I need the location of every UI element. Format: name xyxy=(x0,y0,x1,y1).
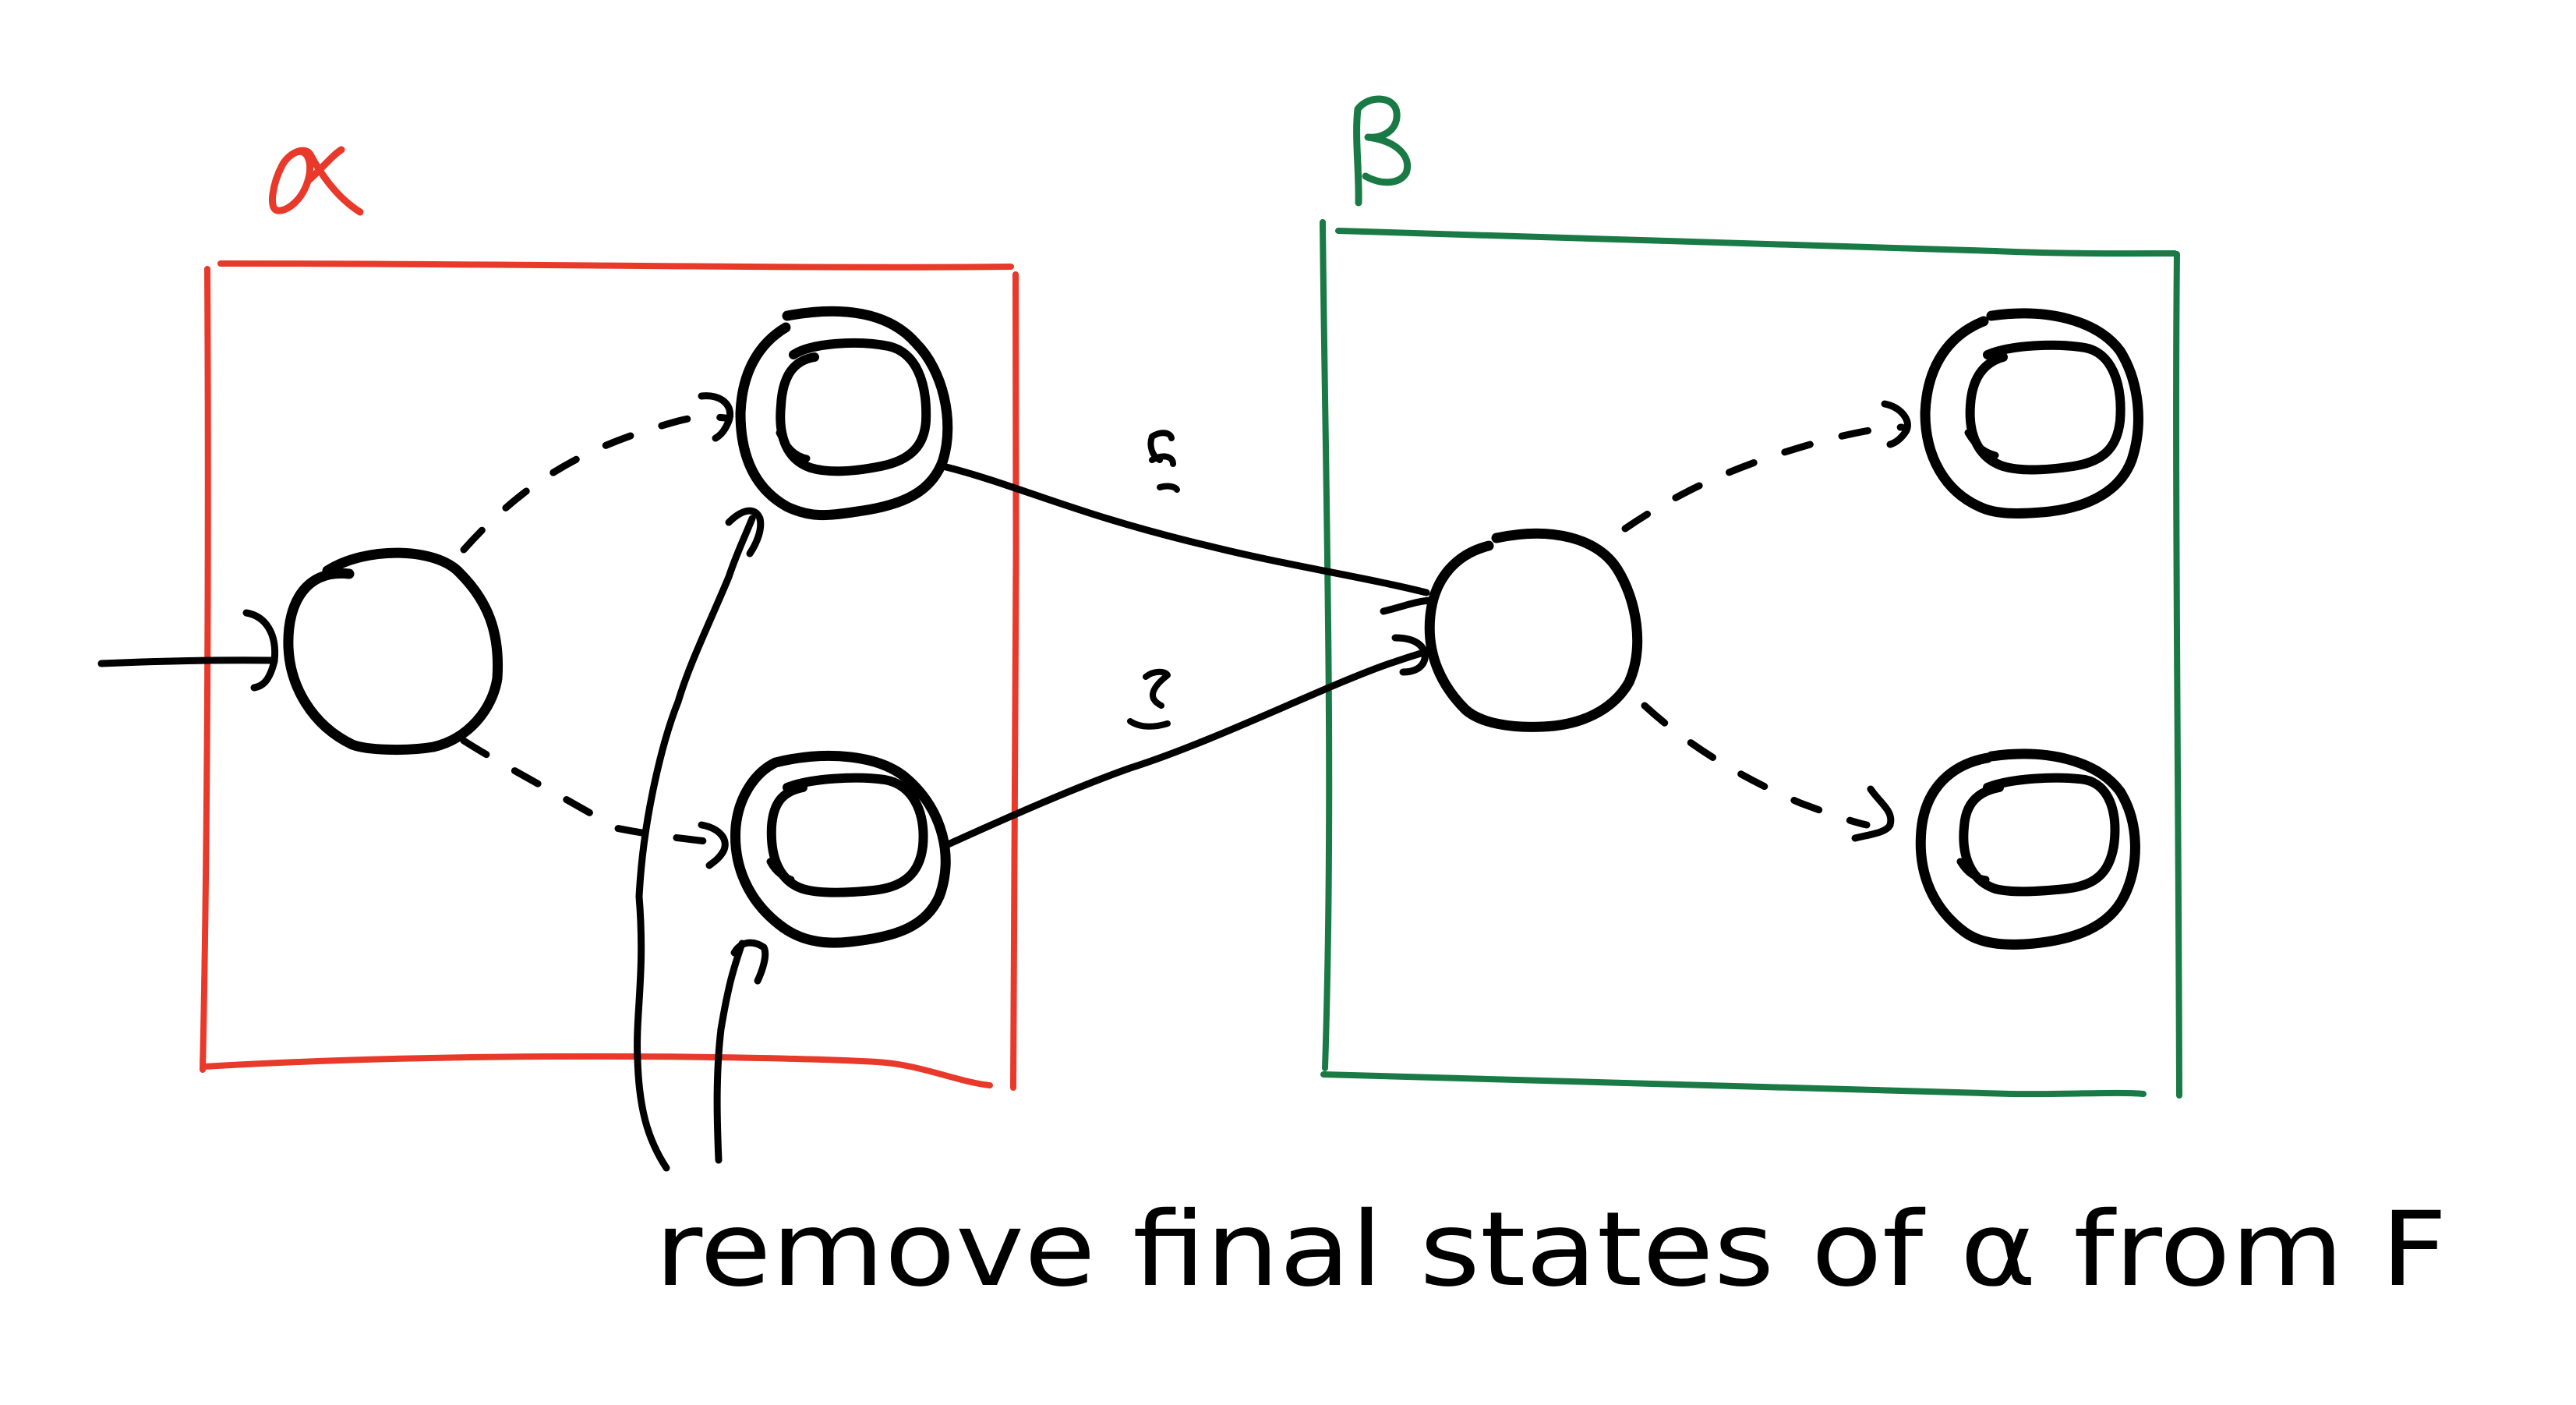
alpha-box xyxy=(200,260,1019,1091)
beta-box xyxy=(1320,219,2182,1099)
start-arrow xyxy=(97,609,279,692)
epsilon-label-bottom: ε xyxy=(1127,668,1171,730)
beta-start-state xyxy=(1424,528,1643,732)
alpha-label: α xyxy=(269,146,364,216)
handwritten-note: remove final states of α from F xyxy=(655,1190,2447,1310)
note-text: remove final states of α from F xyxy=(655,1190,2447,1310)
beta-final-bottom-state xyxy=(1915,749,2140,950)
epsilon-edge-top xyxy=(939,462,1436,615)
beta-label: β xyxy=(1353,95,1412,207)
epsilon-label-top: ε xyxy=(1147,430,1180,493)
beta-dashed-edge-top xyxy=(1621,400,1911,533)
alpha-start-state xyxy=(283,547,504,756)
note-arrow-to-top-final xyxy=(634,507,765,1172)
note-arrow-to-bottom-final xyxy=(713,939,769,1164)
beta-dashed-edge-bottom xyxy=(1641,702,1895,842)
beta-final-top-state xyxy=(1920,308,2143,518)
alpha-final-bottom-state xyxy=(730,750,951,948)
alpha-dashed-edge-bottom xyxy=(460,737,729,869)
epsilon-edge-bottom xyxy=(941,634,1436,850)
alpha-dashed-edge-top xyxy=(460,392,733,554)
alpha-final-top-state xyxy=(735,306,953,521)
